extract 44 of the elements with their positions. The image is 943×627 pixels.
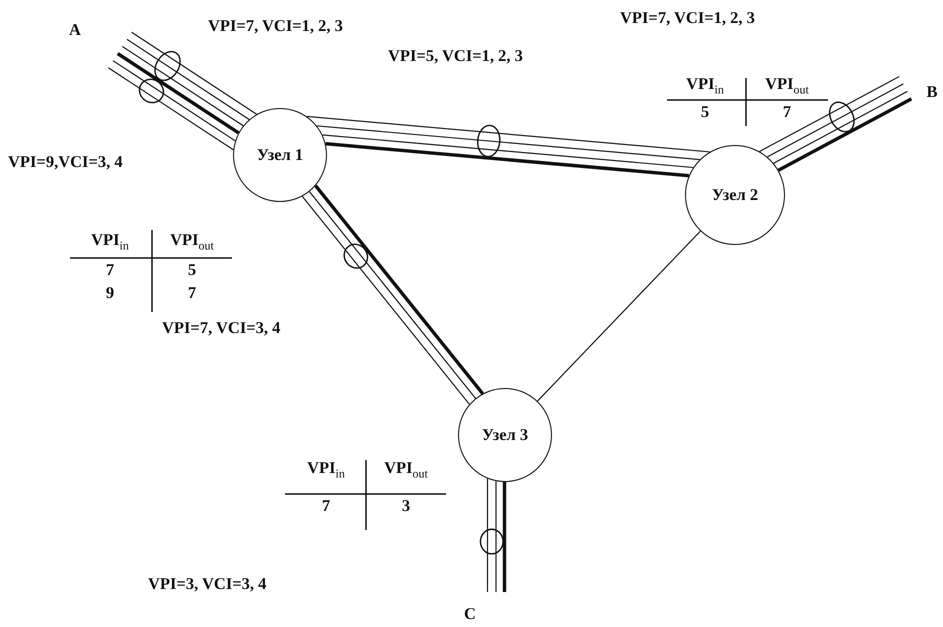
table-cell: VPI$_{in}$ xyxy=(91,230,129,253)
link-line xyxy=(131,32,257,115)
connection-label: VPI=3, VCI=3, 4 xyxy=(148,574,266,594)
network-node-circle: Узел 2 xyxy=(685,145,785,245)
link-line xyxy=(537,230,701,402)
table-cell: 7 xyxy=(782,102,792,122)
link-line xyxy=(767,83,904,158)
link-line xyxy=(495,481,497,592)
connection-label: VPI=7, VCI=3, 4 xyxy=(162,318,280,338)
table-cell: 7 xyxy=(106,260,114,280)
table-cell: 5 xyxy=(700,102,710,122)
link-line xyxy=(322,134,694,168)
network-node-circle: Узел 3 xyxy=(458,388,552,482)
table-cell: VPI$_{out}$ xyxy=(384,458,428,481)
table-cell: 7 xyxy=(188,283,196,303)
link-line xyxy=(325,142,690,178)
table-cell: VPI$_{in}$ xyxy=(307,458,345,481)
link-line xyxy=(773,90,908,164)
link-line xyxy=(316,125,700,160)
table-cell: 7 xyxy=(322,496,330,516)
link-line xyxy=(126,38,250,120)
link-line xyxy=(116,52,240,134)
endpoint-label: B xyxy=(922,81,942,103)
link-line xyxy=(306,116,710,152)
link-line xyxy=(108,67,234,150)
table-cell: VPI$_{in}$ xyxy=(686,74,724,97)
connection-label: VPI=7, VCI=1, 2, 3 xyxy=(208,16,343,36)
table-cell: 3 xyxy=(402,496,410,516)
link-line xyxy=(112,60,236,142)
endpoint-label: A xyxy=(65,19,85,41)
link-line xyxy=(502,482,506,592)
table-cell: VPI$_{out}$ xyxy=(765,74,809,97)
network-node-circle: Узел 1 xyxy=(233,108,327,202)
link-line xyxy=(486,478,488,592)
connection-label: VPI=7, VCI=1, 2, 3 xyxy=(620,8,755,28)
link-line xyxy=(759,76,900,152)
table-cell: 9 xyxy=(106,283,114,303)
link-line xyxy=(778,97,912,172)
link-line xyxy=(122,46,244,126)
connection-label: VPI=9,VCI=3, 4 xyxy=(8,152,123,172)
table-cell: 5 xyxy=(188,260,196,280)
connection-label: VPI=5, VCI=1, 2, 3 xyxy=(388,46,523,66)
table-cell: VPI$_{out}$ xyxy=(170,230,214,253)
endpoint-label: C xyxy=(460,603,480,625)
